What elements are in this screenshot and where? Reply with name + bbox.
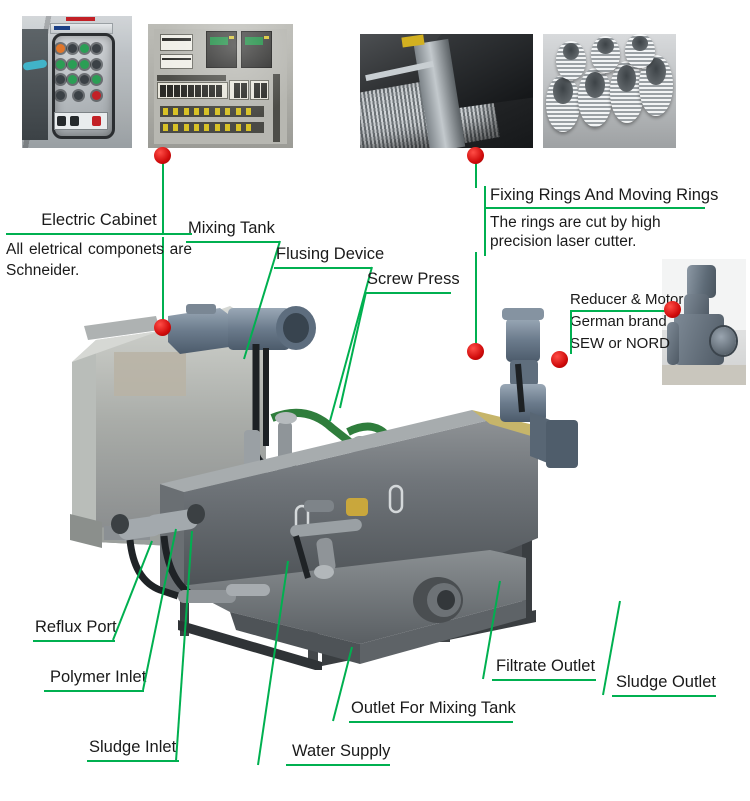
callout-fixing-rings: Fixing Rings And Moving Rings The rings … bbox=[484, 186, 719, 256]
leader-screw-press-line bbox=[339, 291, 367, 409]
electric-cabinet-interior-photo bbox=[148, 24, 293, 148]
leader-sludge-inlet-underline bbox=[87, 760, 179, 762]
callout-left-rule bbox=[570, 310, 572, 354]
callout-electric-cabinet-note: All eletrical componets are Schneider. bbox=[6, 241, 192, 279]
leader-electric-cabinet-top bbox=[162, 160, 164, 235]
leader-reflux-port-line bbox=[112, 540, 153, 641]
electric-cabinet-exterior-photo bbox=[22, 16, 132, 148]
bottom-pipework bbox=[104, 504, 270, 603]
callout-screw-press-label: Screw Press bbox=[367, 270, 460, 288]
callout-sludge-inlet-label: Sludge Inlet bbox=[89, 738, 177, 756]
callout-water-supply-label: Water Supply bbox=[292, 742, 391, 760]
marker-electric-cabinet-machine bbox=[154, 319, 171, 336]
leader-sludge-inlet-line bbox=[175, 530, 193, 762]
leader-sludge-outlet-line bbox=[602, 600, 621, 696]
marker-reducer-motor-photo bbox=[664, 301, 681, 318]
leader-flusing-device-underline bbox=[274, 267, 372, 269]
marker-electric-cabinet-photo bbox=[154, 147, 171, 164]
leader-electric-cabinet-bottom bbox=[162, 237, 164, 325]
leader-fixing-rings-top bbox=[475, 160, 477, 188]
screw-press-drum-photo bbox=[360, 34, 533, 148]
marker-reducer-motor-machine bbox=[551, 351, 568, 368]
leader-water-supply-line bbox=[257, 560, 289, 766]
leader-screw-press-underline bbox=[365, 292, 451, 294]
callout-rule bbox=[486, 207, 705, 209]
leader-water-supply-underline bbox=[286, 764, 390, 766]
mixing-tank-motor bbox=[168, 304, 316, 354]
callout-filtrate-outlet-label: Filtrate Outlet bbox=[496, 657, 596, 675]
reducer-motor-photo bbox=[662, 259, 746, 385]
callout-reducer-motor-line1: Reducer & Motor bbox=[570, 291, 684, 308]
screw-press-machine-illustration bbox=[60, 300, 700, 672]
water-supply-pipework bbox=[290, 498, 368, 579]
leader-polymer-inlet-line bbox=[142, 528, 177, 691]
callout-fixing-rings-label: Fixing Rings And Moving Rings bbox=[490, 186, 719, 204]
marker-fixing-rings-photo bbox=[467, 147, 484, 164]
callout-electric-cabinet-label: Electric Cabinet bbox=[41, 211, 157, 229]
callout-rule bbox=[6, 233, 192, 235]
leader-mixing-tank-underline bbox=[186, 241, 280, 243]
marker-fixing-rings-machine bbox=[467, 343, 484, 360]
callout-reducer-motor-line2: German brand bbox=[570, 313, 667, 330]
leader-polymer-inlet-underline bbox=[44, 690, 144, 692]
callout-polymer-inlet-label: Polymer Inlet bbox=[50, 668, 147, 686]
callout-rule bbox=[572, 310, 680, 312]
leader-outlet-mixing-tank-line bbox=[332, 646, 353, 722]
callout-mixing-tank-label: Mixing Tank bbox=[188, 219, 275, 237]
callout-fixing-rings-note: The rings are cut by high precision lase… bbox=[490, 214, 661, 250]
reducer-motor bbox=[500, 308, 578, 468]
stacked-rings-photo bbox=[543, 34, 676, 148]
filtrate-outlet-flange bbox=[413, 577, 463, 623]
callout-left-rule bbox=[484, 186, 486, 256]
leader-reflux-port-underline bbox=[33, 640, 115, 642]
callout-reducer-motor: Reducer & Motor German brand SEW or NORD bbox=[570, 289, 690, 355]
filtrate-tank bbox=[180, 550, 526, 664]
callout-sludge-outlet-label: Sludge Outlet bbox=[616, 673, 716, 691]
callout-flusing-device-label: Flusing Device bbox=[276, 245, 385, 263]
callout-reducer-motor-line3: SEW or NORD bbox=[570, 335, 671, 352]
leader-sludge-outlet-underline bbox=[612, 695, 716, 697]
leader-outlet-mixing-tank-underline bbox=[349, 721, 513, 723]
callout-outlet-mixing-tank-label: Outlet For Mixing Tank bbox=[351, 699, 516, 717]
callout-reflux-port-label: Reflux Port bbox=[35, 618, 117, 636]
machine-svg bbox=[70, 304, 578, 672]
leader-fixing-rings-bottom bbox=[475, 252, 477, 348]
leader-filtrate-outlet-line bbox=[482, 580, 501, 680]
leader-filtrate-outlet-underline bbox=[492, 679, 596, 681]
leader-mixing-tank-line bbox=[243, 240, 281, 360]
callout-electric-cabinet: Electric Cabinet All eletrical componets… bbox=[6, 211, 192, 281]
